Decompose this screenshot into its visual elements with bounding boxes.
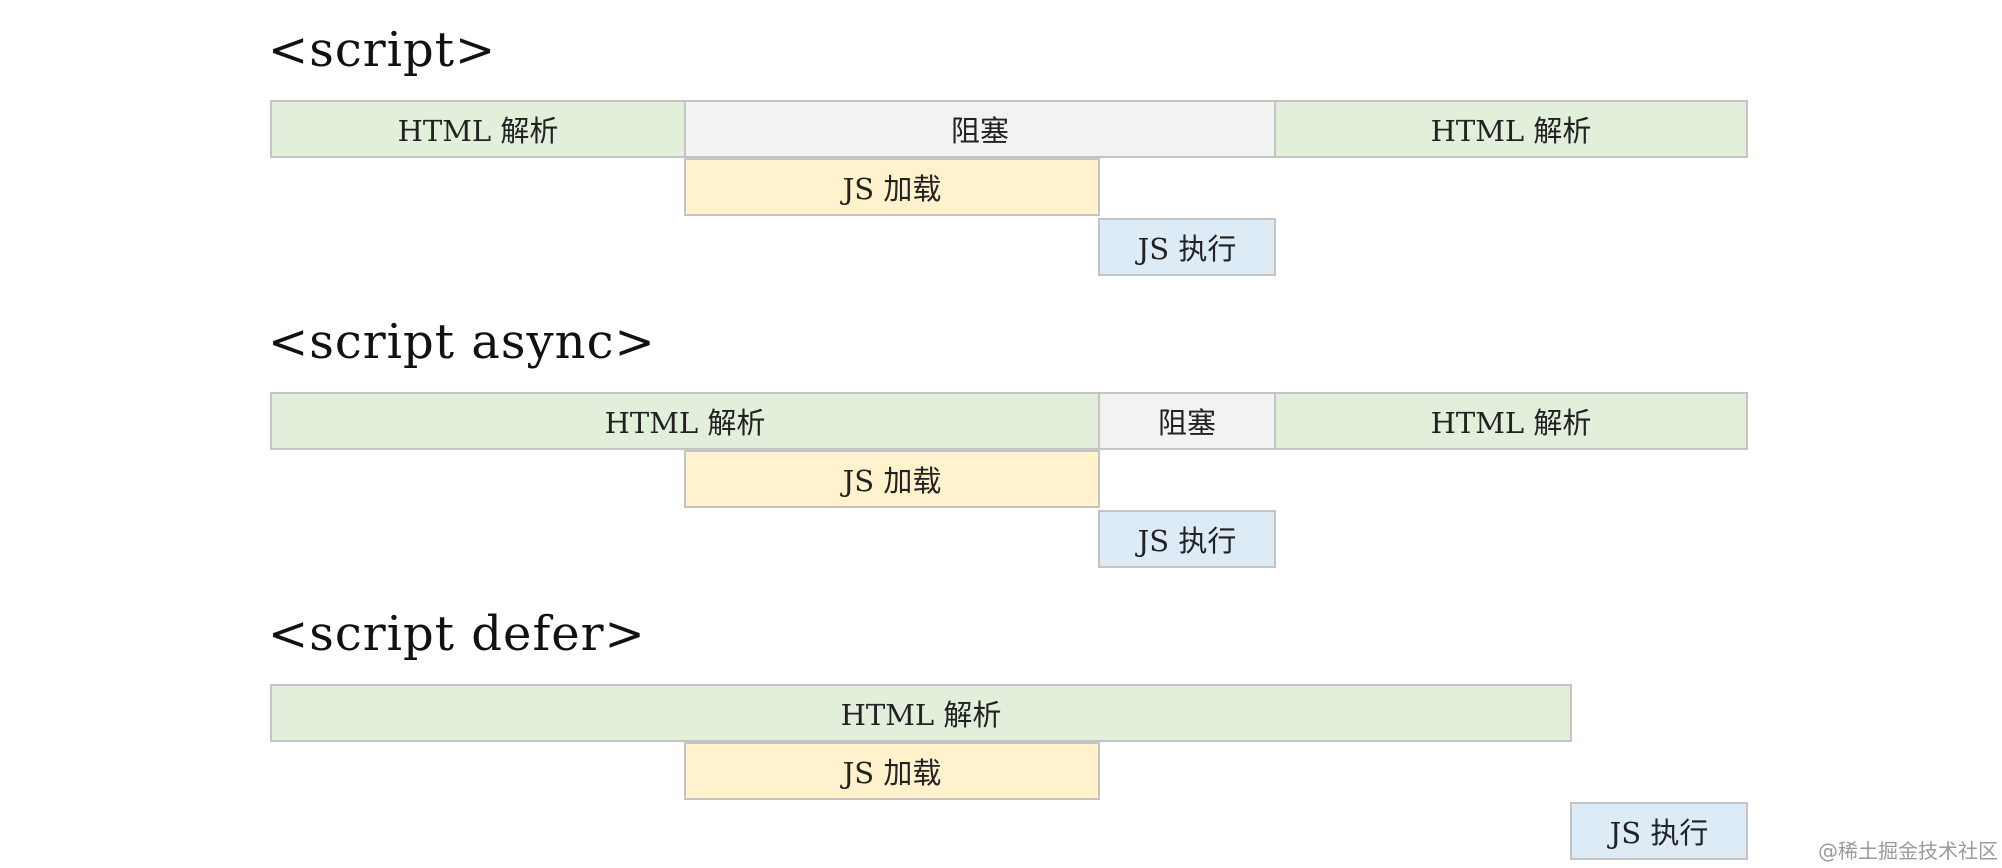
defer-js-exec-bar: JS 执行 [1570, 802, 1748, 860]
script-block-bar: 阻塞 [684, 100, 1276, 158]
async-js-load-bar: JS 加载 [684, 450, 1100, 508]
script-js-exec-bar: JS 执行 [1098, 218, 1276, 276]
async-block-bar: 阻塞 [1098, 392, 1276, 450]
watermark: @稀土掘金技术社区 [1818, 839, 1998, 863]
async-js-exec-bar: JS 执行 [1098, 510, 1276, 568]
script-title: <script> [268, 22, 497, 78]
defer-html-parse-bar: HTML 解析 [270, 684, 1572, 742]
script-html-parse-bar-2: HTML 解析 [1274, 100, 1748, 158]
script-html-parse-bar-1: HTML 解析 [270, 100, 686, 158]
script-js-load-bar: JS 加载 [684, 158, 1100, 216]
script-defer-title: <script defer> [268, 606, 646, 662]
async-html-parse-bar-1: HTML 解析 [270, 392, 1100, 450]
defer-js-load-bar: JS 加载 [684, 742, 1100, 800]
script-async-title: <script async> [268, 314, 656, 370]
async-html-parse-bar-2: HTML 解析 [1274, 392, 1748, 450]
